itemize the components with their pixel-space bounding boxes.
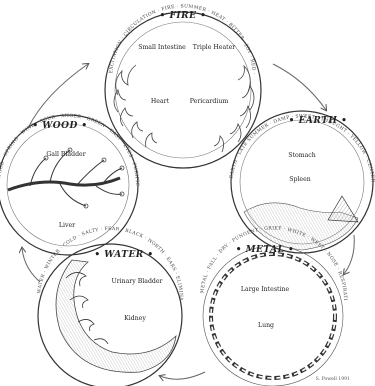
metal-circle-outer [203, 246, 343, 386]
artist-signature: S. Powell 1991 [316, 376, 350, 382]
water-organ-urinary-bladder: Urinary Bladder [111, 278, 162, 285]
arrow-fire-to-earth [273, 64, 326, 110]
metal-title: • METAL • [236, 245, 295, 255]
wood-element: • WOOD • Gall Bladder Liver WOOD · SPRIN… [0, 0, 140, 255]
metal-chain-inner [211, 254, 335, 378]
fire-organ-small-intestine: Small Intestine [138, 44, 186, 51]
earth-organ-stomach: Stomach [288, 152, 315, 159]
earth-organ-spleen: Spleen [289, 176, 311, 183]
fire-rim-text: EXCITATION · CIRCULATION · FIRE · SUMMER… [0, 0, 257, 77]
metal-organ-large-intestine: Large Intestine [241, 286, 290, 293]
arrow-metal-to-water [160, 372, 205, 379]
metal-organ-lung: Lung [258, 322, 274, 329]
fire-organ-triple-heater: Triple Heater [193, 44, 236, 51]
fire-organ-pericardium: Pericardium [190, 98, 229, 105]
arrow-water-to-wood [22, 248, 40, 282]
water-wave-crescent [56, 260, 176, 372]
metal-element: • METAL • Large Intestine Lung METAL · F… [0, 0, 348, 386]
water-title: • WATER • [94, 250, 153, 260]
fire-element: • FIRE • Small Intestine Triple Heater H… [0, 0, 261, 168]
water-organ-kidney: Kidney [124, 315, 146, 322]
water-element: • WATER • Urinary Bladder Kidney WATER ·… [0, 0, 184, 386]
arrow-earth-to-metal [344, 235, 354, 274]
fire-flames [114, 65, 254, 152]
wood-organ-liver: Liver [59, 222, 75, 229]
fire-organ-heart: Heart [151, 98, 170, 105]
wood-organ-gall-bladder: Gall Bladder [46, 151, 85, 158]
fire-title: • FIRE • [160, 11, 207, 21]
earth-pyramid [328, 196, 358, 222]
earth-rim-text: EARTH · LATE SUMMER · DAMP · SWEET · THO… [0, 0, 375, 188]
fire-circle-inner [115, 22, 251, 158]
